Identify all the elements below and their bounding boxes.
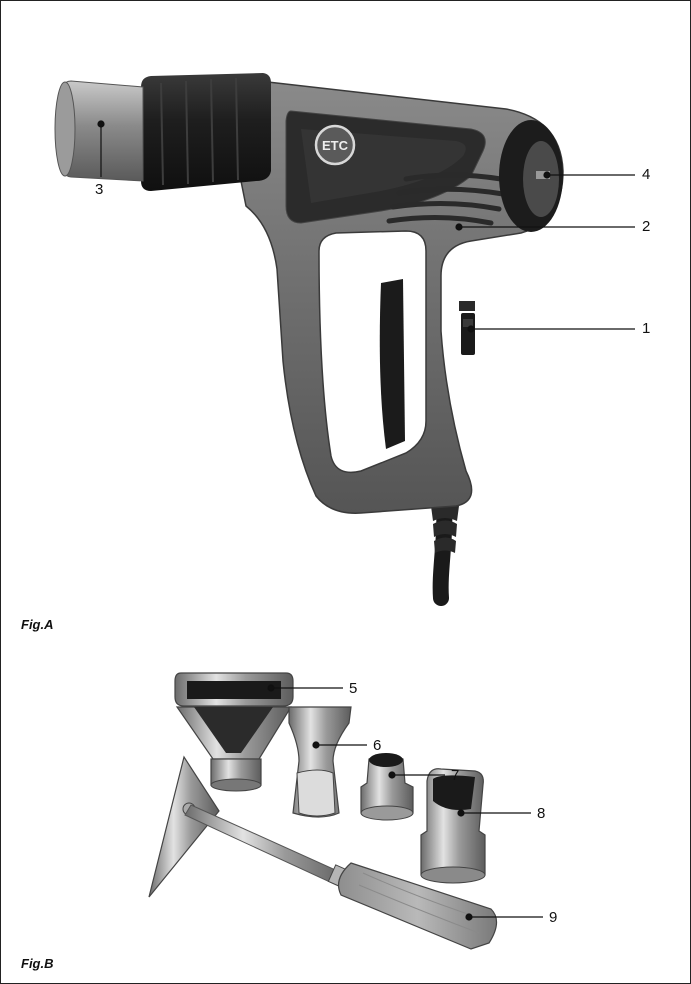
accessory-angled-nozzle [420, 768, 486, 884]
callout-1: 1 [642, 320, 651, 337]
fig-a-leader-lines [97, 120, 635, 333]
brand-logo: ETC [314, 124, 356, 166]
accessory-scraper [148, 755, 498, 950]
callout-2: 2 [642, 218, 651, 235]
accessory-reflector-nozzle [288, 706, 352, 818]
accessory-wide-flat-nozzle [174, 672, 294, 792]
callout-5: 5 [349, 680, 358, 697]
callout-6: 6 [373, 737, 382, 754]
fig-a-label: Fig.A [21, 617, 54, 632]
fig-b-leader-lines [267, 684, 543, 921]
on-off-switch [459, 301, 475, 355]
handle-opening [318, 230, 427, 474]
callout-7: 7 [451, 767, 460, 784]
accessory-reducer-nozzle [360, 753, 414, 821]
accessories-illustration [148, 672, 498, 950]
callout-9: 9 [549, 909, 558, 926]
callout-3: 3 [95, 181, 104, 198]
heat-gun-illustration: ETC [54, 73, 564, 606]
fig-b-label: Fig.B [21, 956, 54, 971]
brand-logo-text: ETC [322, 138, 349, 153]
callout-8: 8 [537, 805, 546, 822]
callout-4: 4 [642, 166, 651, 183]
air-vents [386, 172, 506, 226]
